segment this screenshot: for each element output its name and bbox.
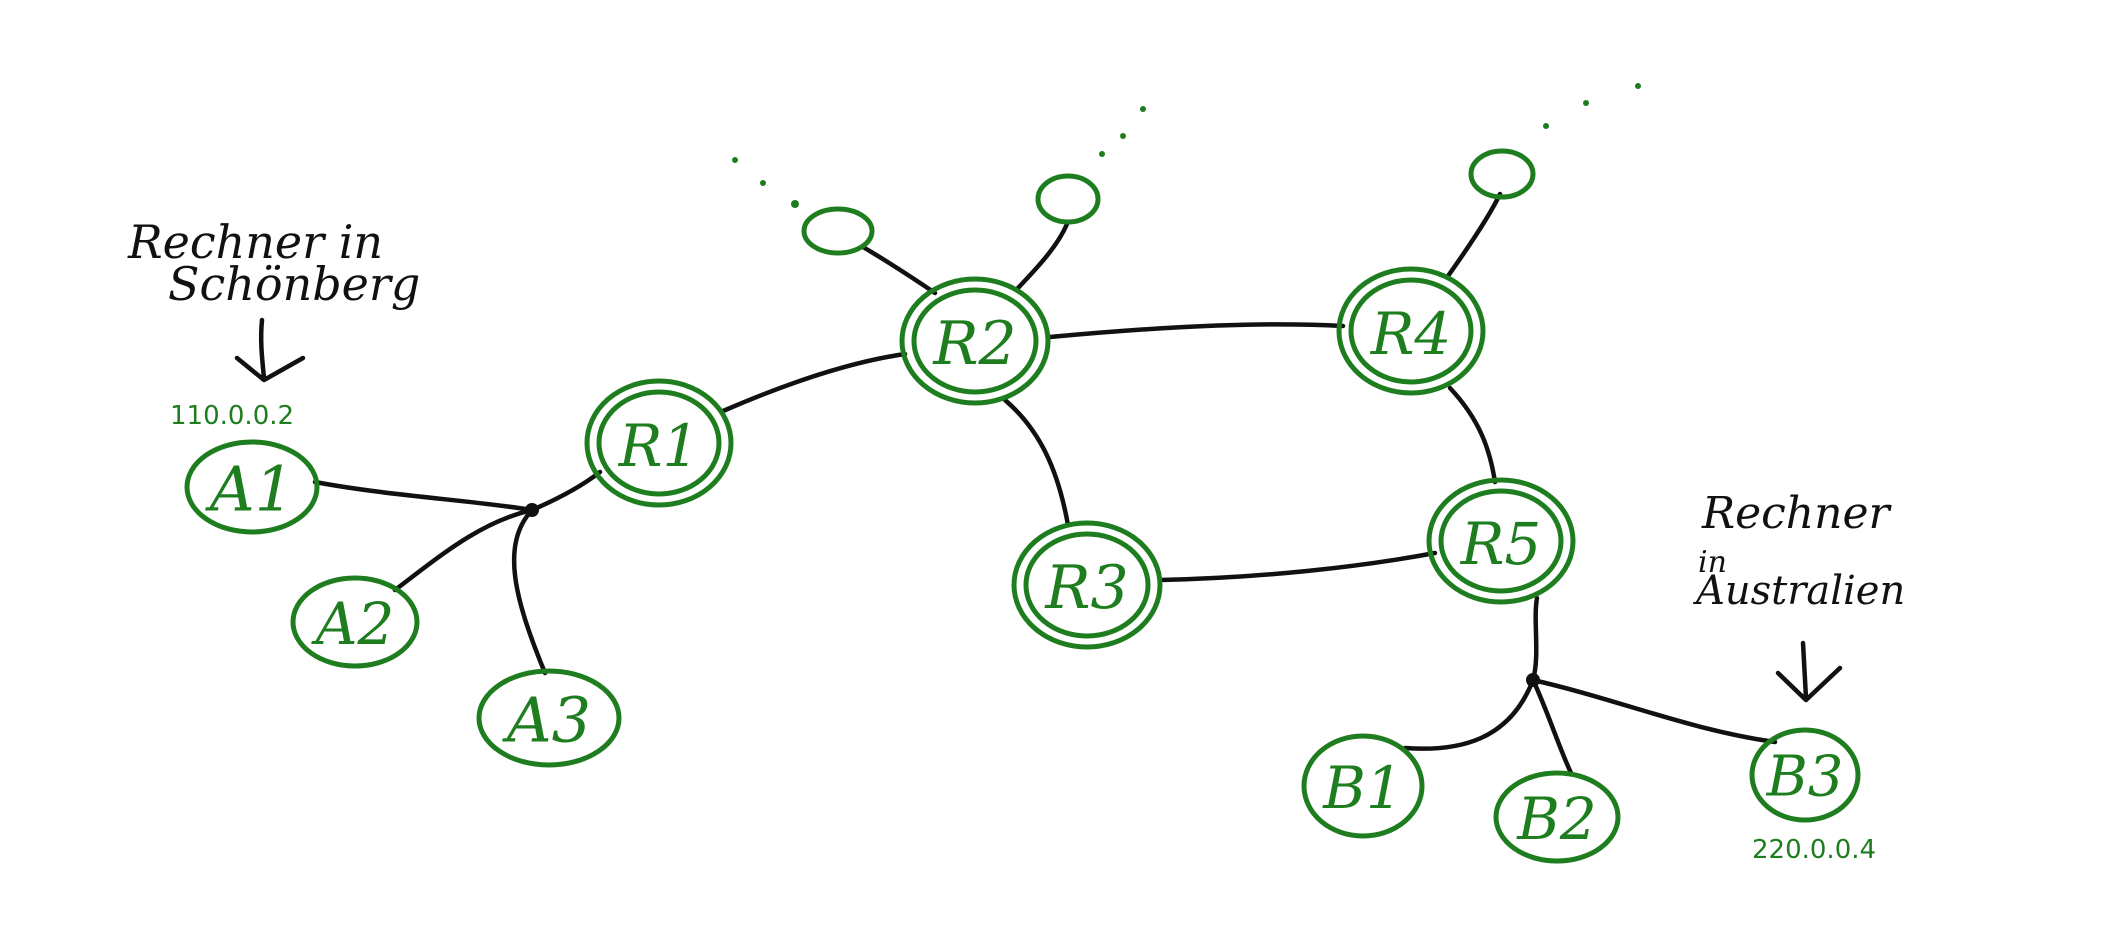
- edge-junction-r1: [529, 469, 603, 513]
- annotation-right: Rechner in Australien: [1692, 488, 1905, 614]
- junction-right: [1526, 673, 1540, 687]
- label-r2: R2: [932, 309, 1016, 379]
- label-r3: R3: [1044, 553, 1128, 623]
- edge-r2-r3: [1002, 397, 1071, 528]
- arrow-right: [1775, 640, 1843, 703]
- node-stub-r4[interactable]: [1468, 148, 1536, 200]
- node-r5[interactable]: [1426, 477, 1576, 605]
- edge-r1-r2: [720, 351, 908, 414]
- continuation-dots: [732, 83, 1641, 208]
- edges: [312, 191, 1778, 776]
- annotation-left-line2: Schönberg: [168, 257, 420, 311]
- edge-junction-b2: [1530, 677, 1574, 776]
- label-a2: A2: [311, 590, 395, 658]
- edge-junction-b1: [1402, 677, 1536, 751]
- edge-r5-junction: [1530, 595, 1540, 683]
- label-b3: B3: [1766, 745, 1844, 810]
- edge-a2-junction: [392, 507, 535, 593]
- node-r2[interactable]: [899, 276, 1051, 406]
- node-b2[interactable]: [1493, 770, 1621, 864]
- edge-r2-stub-right: [1015, 221, 1070, 291]
- edge-junction-a3: [511, 507, 548, 676]
- arrow-left: [234, 317, 306, 383]
- node-stub-r2-right[interactable]: [1035, 173, 1101, 225]
- edge-r2-r4: [1047, 322, 1346, 340]
- address-a1: 110.0.0.2: [170, 401, 294, 431]
- label-a1: A1: [205, 453, 294, 526]
- node-b1[interactable]: [1301, 733, 1425, 839]
- annotation-left-line1: Rechner in: [127, 215, 383, 269]
- node-a2[interactable]: [290, 575, 420, 669]
- node-r4[interactable]: [1336, 266, 1486, 396]
- node-r3[interactable]: [1011, 520, 1163, 650]
- junction-left: [525, 503, 539, 517]
- edge-r3-r5: [1157, 550, 1438, 583]
- edge-r4-r5: [1447, 385, 1498, 485]
- edge-r2-stub-left: [860, 244, 938, 296]
- label-a3: A3: [502, 684, 591, 757]
- annotation-right-line1: Rechner: [1701, 488, 1893, 539]
- node-labels: A1 A2 A3 R1 R2 R3 R4 R5 B1 B2 B3: [205, 300, 1844, 853]
- label-b1: B1: [1322, 754, 1403, 822]
- node-a1[interactable]: [184, 439, 320, 535]
- edge-r4-stub: [1445, 191, 1503, 279]
- edge-junction-b3: [1530, 677, 1778, 745]
- node-a3[interactable]: [476, 668, 622, 768]
- node-b3[interactable]: [1749, 727, 1861, 823]
- label-b2: B2: [1516, 785, 1597, 853]
- node-stub-r2-left[interactable]: [801, 206, 875, 256]
- edge-a1-junction: [312, 479, 535, 513]
- node-r1[interactable]: [584, 378, 734, 508]
- nodes: [184, 148, 1861, 864]
- annotation-right-line2: in: [1698, 545, 1727, 580]
- label-r4: R4: [1370, 300, 1452, 368]
- label-r1: R1: [618, 412, 700, 480]
- annotation-left: Rechner in Schönberg: [127, 215, 420, 311]
- address-b3: 220.0.0.4: [1752, 835, 1876, 865]
- annotation-right-line3: Australien: [1692, 568, 1905, 614]
- label-r5: R5: [1460, 510, 1542, 578]
